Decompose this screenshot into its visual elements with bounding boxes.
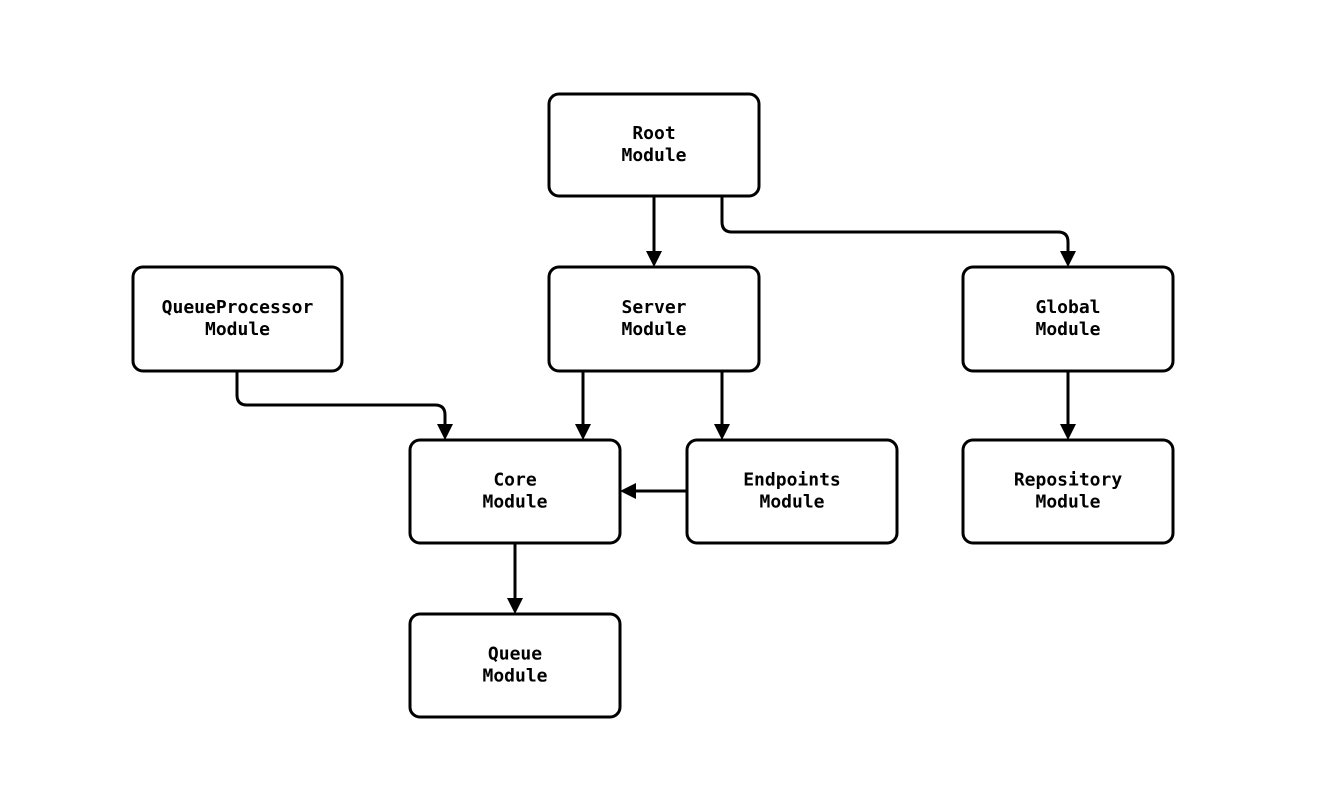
node-label-line2: Module [205,319,270,340]
arrowhead-icon [437,424,453,440]
node-label-line2: Module [1035,492,1100,513]
node-label-line1: QueueProcessor [162,297,314,318]
node-label-line1: Repository [1014,470,1123,491]
node-label-line1: Endpoints [743,470,841,491]
node-label-line2: Module [759,492,824,513]
node-box[interactable] [961,265,1175,373]
node-label-line2: Module [482,666,547,687]
node-label-line1: Global [1035,297,1100,318]
node-box[interactable] [961,438,1175,545]
node-box[interactable] [408,612,622,719]
node-box[interactable] [685,438,899,545]
edge-root-server [646,196,662,267]
nodes-layer: RootModuleQueueProcessorModuleServerModu… [131,92,1175,719]
edge-line [720,196,1070,252]
arrowhead-icon [1060,424,1076,440]
node-box[interactable] [547,265,761,373]
node-box[interactable] [408,438,622,545]
node-label-line2: Module [482,492,547,513]
node-label-line2: Module [621,319,686,340]
arrowhead-icon [507,598,523,614]
edge-queueprocessor-core [235,371,453,440]
edge-core-queue [507,543,523,614]
arrowhead-icon [646,251,662,267]
edge-global-repository [1060,371,1076,440]
node-box[interactable] [547,92,761,198]
arrowhead-icon [1060,251,1076,267]
arrowhead-icon [620,483,636,499]
node-label-line1: Queue [488,644,542,665]
edges-layer [235,196,1076,614]
edge-server-core [575,371,591,440]
node-label-line1: Core [493,470,537,491]
node-label-line1: Root [632,123,675,144]
edge-root-global [720,196,1076,267]
node-label-line2: Module [1035,319,1100,340]
edge-server-endpoints [714,371,730,440]
arrowhead-icon [575,424,591,440]
node-box[interactable] [131,265,344,373]
edge-line [235,371,447,425]
arrowhead-icon [714,424,730,440]
node-label-line1: Server [621,297,686,318]
node-label-line2: Module [621,145,686,166]
edge-endpoints-core [620,483,687,499]
